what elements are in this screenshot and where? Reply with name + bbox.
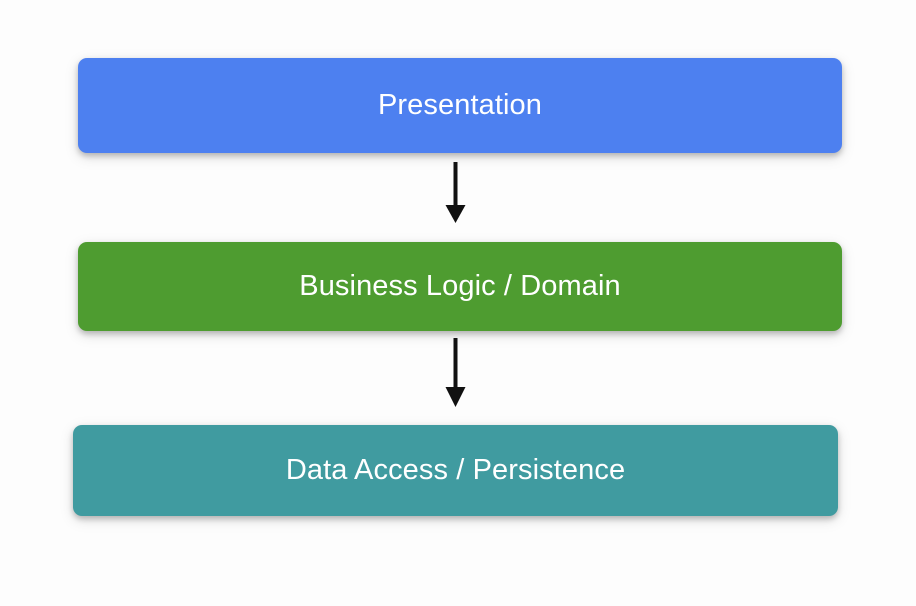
layer-label-data-access: Data Access / Persistence — [285, 454, 626, 486]
arrow-presentation-to-business-logic — [432, 160, 480, 228]
layer-label-presentation: Presentation — [377, 89, 543, 121]
arrow-business-logic-to-data-access — [432, 336, 480, 414]
layer-box-presentation[interactable]: Presentation — [78, 58, 842, 153]
layer-box-data-access[interactable]: Data Access / Persistence — [73, 425, 838, 516]
layer-label-business-logic: Business Logic / Domain — [299, 270, 621, 302]
layer-box-business-logic[interactable]: Business Logic / Domain — [78, 242, 842, 331]
